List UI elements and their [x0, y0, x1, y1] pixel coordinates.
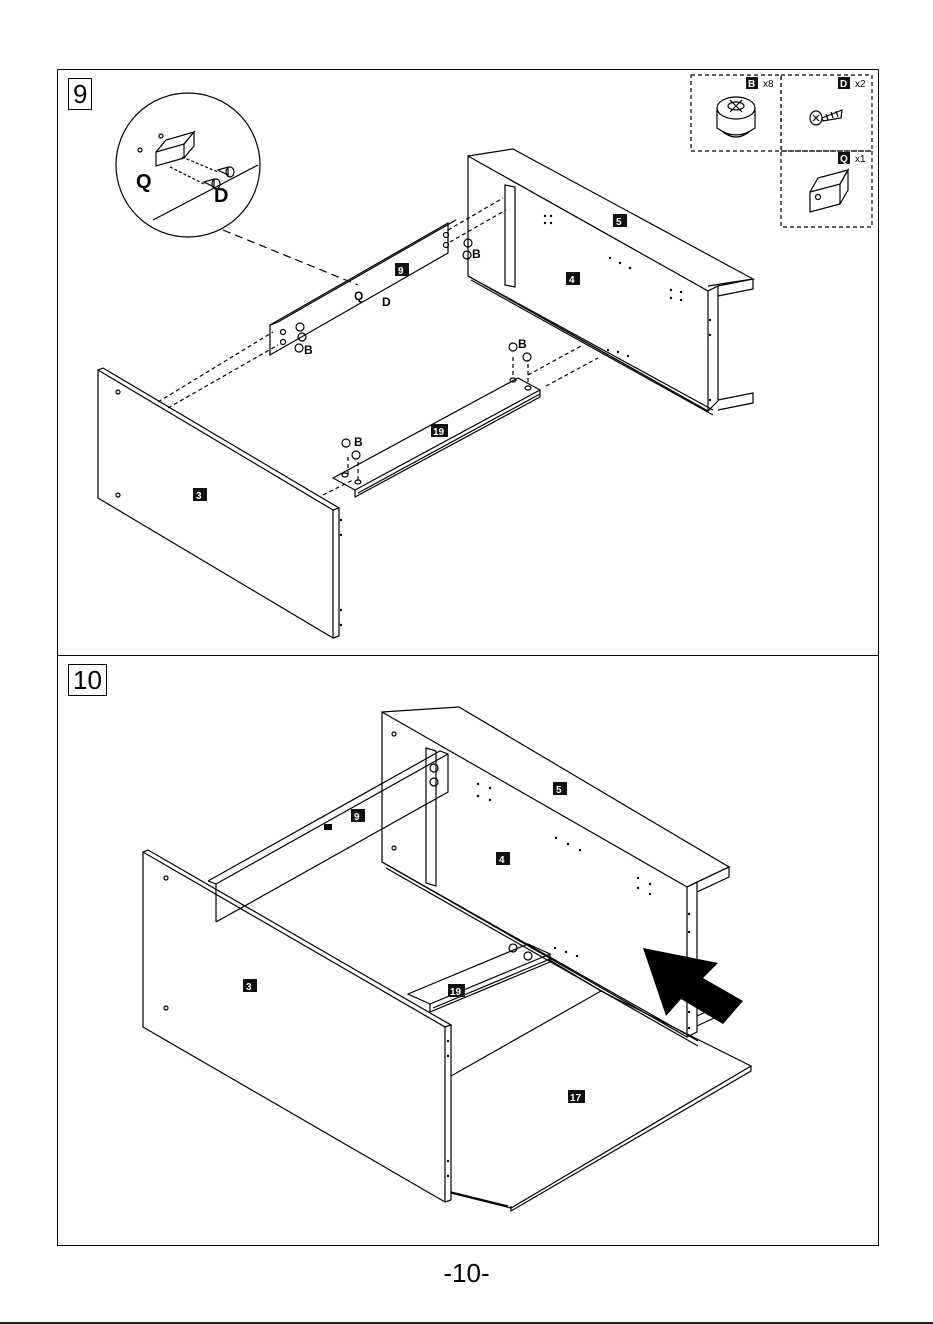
svg-text:17: 17 [570, 1093, 582, 1104]
step-9-panel: 9 [57, 69, 879, 656]
svg-text:5: 5 [616, 217, 622, 228]
rail-9 [208, 751, 448, 922]
svg-text:4: 4 [569, 275, 575, 286]
label-b-1: B [472, 247, 481, 261]
detail-label-d: D [214, 185, 228, 207]
insert-arrow-icon [643, 948, 743, 1024]
panel-3 [143, 850, 451, 1202]
part-tag-9: 9 [395, 263, 409, 277]
svg-text:B: B [748, 79, 755, 90]
part-tag-9: 9 [351, 809, 365, 823]
part-tag-5: 5 [553, 782, 567, 796]
step-9-drawing: B x8 D x2 Q x1 Q D Q D B B B B 5 4 9 19 … [58, 70, 880, 657]
svg-text:19: 19 [433, 427, 445, 438]
svg-text:3: 3 [196, 491, 202, 502]
part-tag-19: 19 [448, 984, 465, 998]
svg-text:3: 3 [246, 982, 252, 993]
svg-text:9: 9 [354, 812, 360, 823]
step-10-drawing: 5 4 9 19 3 17 [58, 656, 880, 1247]
detail-circle [116, 93, 260, 237]
svg-text:4: 4 [499, 855, 505, 866]
part-tag-3: 3 [193, 488, 207, 502]
hardware-code-q: Q [838, 152, 850, 165]
part-tag-17: 17 [568, 1090, 585, 1104]
screw-icon [810, 110, 842, 125]
part-tag-4: 4 [496, 852, 510, 866]
hardware-count-b: x8 [763, 79, 774, 90]
label-b-3: B [518, 337, 527, 351]
hardware-count-d: x2 [855, 79, 866, 90]
assembly-guides [158, 198, 598, 495]
svg-text:9: 9 [398, 266, 404, 277]
label-q: Q [354, 289, 363, 303]
label-d: D [382, 295, 391, 309]
bracket-icon [810, 170, 848, 212]
detail-leader-line [223, 230, 358, 285]
label-b-4: B [354, 435, 363, 449]
svg-text:D: D [840, 79, 847, 90]
panel-4-5 [468, 149, 753, 415]
cam-locks [295, 239, 531, 459]
part-tag-5: 5 [613, 214, 627, 228]
label-b-2: B [304, 343, 313, 357]
svg-text:5: 5 [556, 785, 562, 796]
cam-lock-icon [717, 97, 755, 137]
svg-text:19: 19 [450, 987, 462, 998]
hardware-count-q: x1 [855, 154, 866, 165]
rail-9 [270, 220, 456, 355]
rail-19 [408, 944, 550, 1012]
panel-3 [98, 368, 339, 638]
step-10-panel: 10 [57, 655, 879, 1246]
part-tag-3: 3 [243, 979, 257, 993]
part-tag-4: 4 [566, 272, 580, 286]
svg-text:Q: Q [840, 154, 848, 165]
part-tag-19: 19 [431, 424, 448, 438]
page-number: -10- [0, 1258, 933, 1289]
hardware-code-d: D [838, 77, 850, 90]
detail-label-q: Q [136, 171, 152, 193]
hardware-code-b: B [746, 77, 758, 90]
